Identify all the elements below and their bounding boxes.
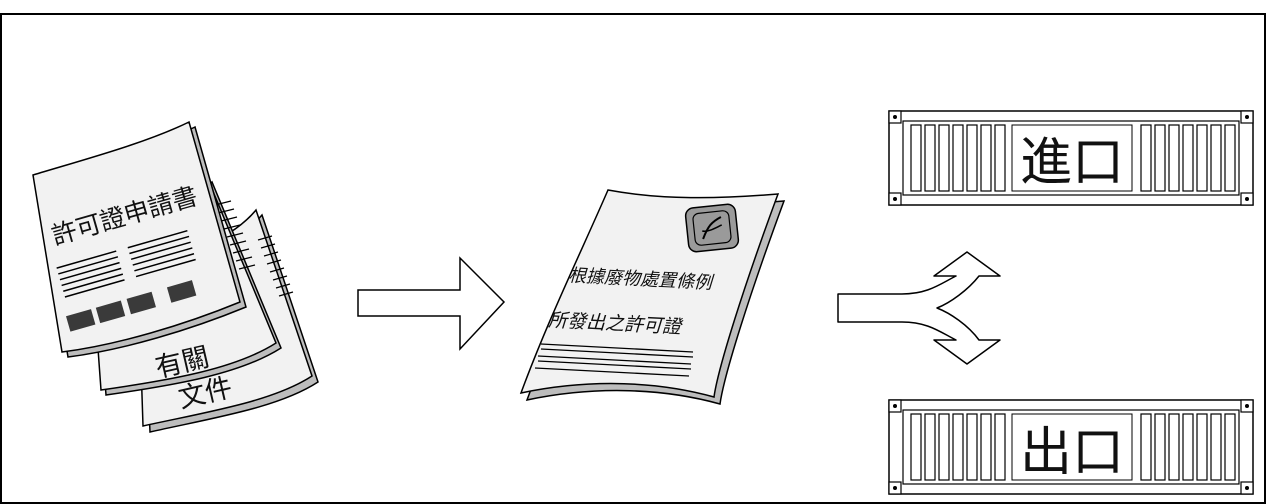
- form-field-blocks: [66, 280, 197, 332]
- flow-arrow-to-permit: [357, 256, 506, 351]
- export-label: 出口: [1020, 423, 1124, 483]
- permit-signature-lines: [534, 343, 694, 377]
- permit-seal-icon: [684, 203, 740, 253]
- fork-arrow-import-export: [837, 251, 1001, 365]
- application-form: 許可證申請書: [32, 120, 247, 358]
- export-container: 出口: [888, 399, 1254, 495]
- document-stack: 文件 有關 許可證申請書: [32, 120, 319, 433]
- import-label: 進口: [1020, 133, 1124, 193]
- import-container: 進口: [888, 110, 1254, 206]
- permit-document: 根據廢物處置條例 所發出之許可證: [519, 189, 786, 405]
- form-text-lines: [56, 229, 196, 298]
